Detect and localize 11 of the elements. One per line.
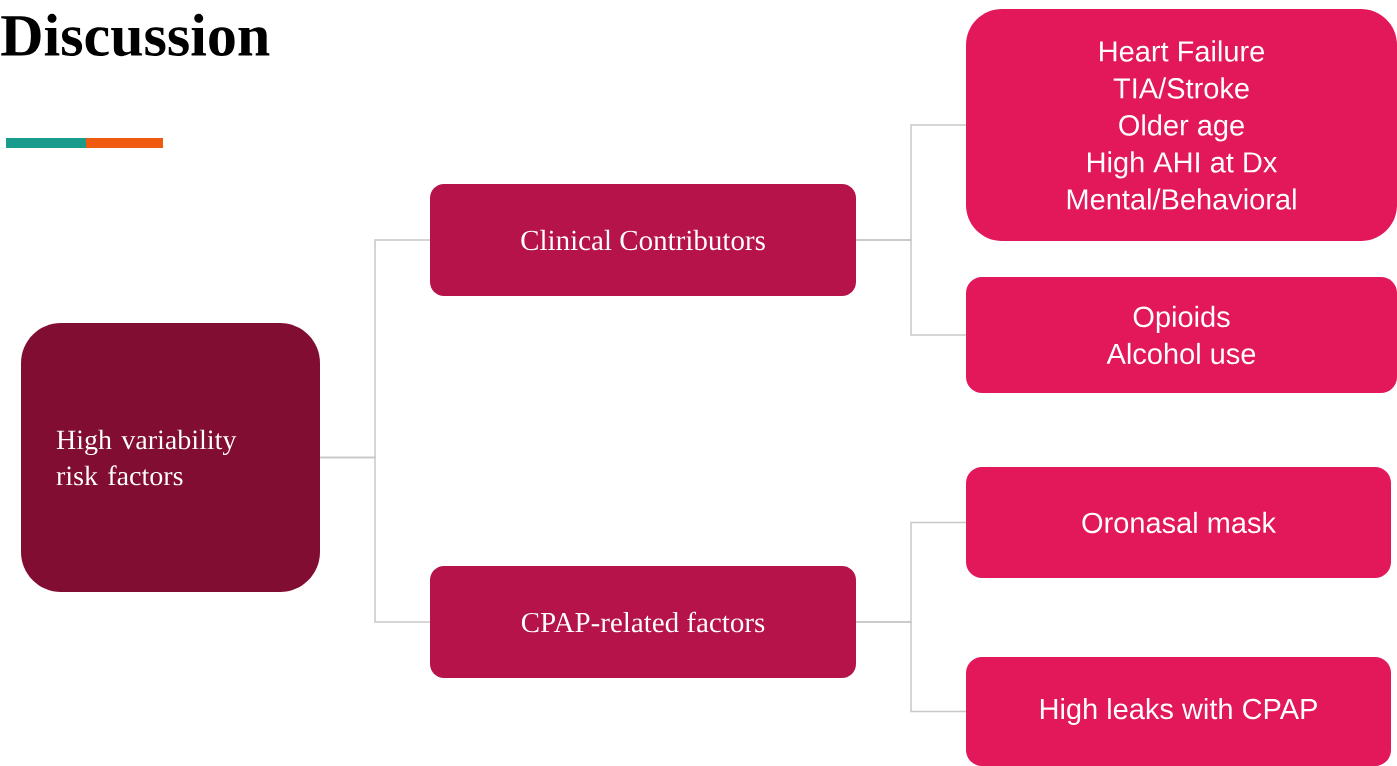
root-box: High variability risk factors [21, 323, 320, 592]
factor-box: Oronasal mask [966, 467, 1391, 578]
connector-line [855, 239, 967, 336]
title: Discussion [1, 13, 270, 57]
connector-line [319, 456, 431, 623]
factor-box: Opioids Alcohol use [966, 277, 1397, 393]
connector-line [855, 621, 967, 713]
factor-box: Heart Failure TIA/Stroke Older age High AHI at Dx Mental/Behavioral [966, 9, 1397, 241]
category-box: CPAP-related factors [430, 566, 856, 678]
factor-box: High leaks with CPAP [966, 657, 1391, 766]
category-box: Clinical Contributors [430, 184, 856, 296]
